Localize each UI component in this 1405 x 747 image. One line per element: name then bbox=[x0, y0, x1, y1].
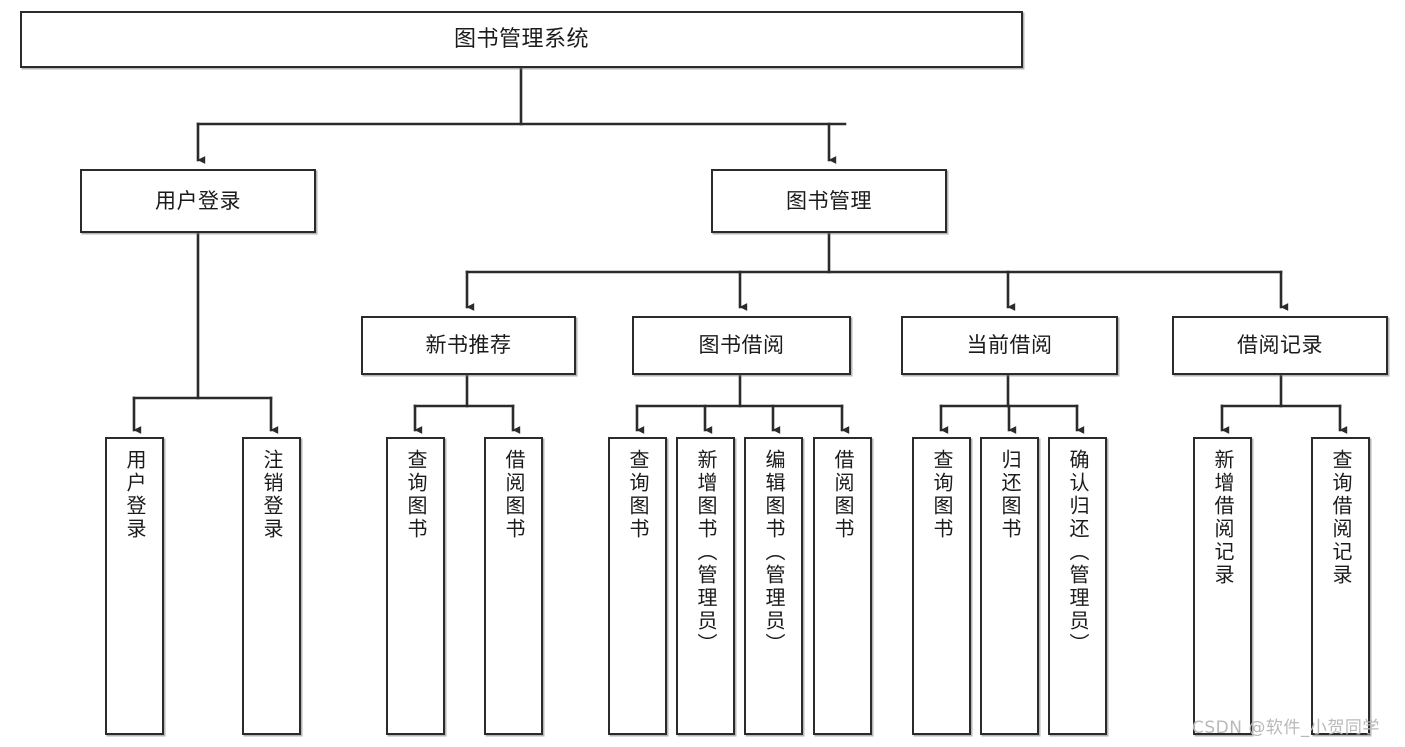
node-label: 归还图书 bbox=[998, 449, 1022, 541]
node-borrow-record[interactable]: 借阅记录 bbox=[1172, 316, 1388, 375]
leaf-record-add-record[interactable]: 新增借阅记录 bbox=[1193, 437, 1252, 735]
node-label: 借阅记录 bbox=[1237, 333, 1323, 358]
leaf-user-login[interactable]: 用户登录 bbox=[105, 437, 164, 735]
node-current-borrow[interactable]: 当前借阅 bbox=[901, 316, 1118, 375]
csdn-watermark: CSDN @软件_小贺同学 bbox=[1192, 718, 1380, 738]
node-label: 新增图书（管理员） bbox=[694, 449, 718, 656]
leaf-newbook-borrow-book[interactable]: 借阅图书 bbox=[484, 437, 543, 735]
node-user-login[interactable]: 用户登录 bbox=[80, 169, 316, 233]
node-label: 新增借阅记录 bbox=[1211, 449, 1235, 587]
leaf-borrow-edit-book-admin[interactable]: 编辑图书（管理员） bbox=[744, 437, 803, 735]
node-label: 注销登录 bbox=[260, 449, 284, 541]
node-root-system[interactable]: 图书管理系统 bbox=[20, 11, 1023, 68]
node-label: 用户登录 bbox=[155, 188, 241, 213]
node-label: 图书管理系统 bbox=[453, 26, 589, 52]
node-book-management[interactable]: 图书管理 bbox=[711, 169, 947, 233]
leaf-borrow-add-book-admin[interactable]: 新增图书（管理员） bbox=[676, 437, 735, 735]
leaf-newbook-query-book[interactable]: 查询图书 bbox=[386, 437, 445, 735]
node-label: 借阅图书 bbox=[502, 449, 526, 541]
node-new-book-recommend[interactable]: 新书推荐 bbox=[361, 316, 576, 375]
node-label: 当前借阅 bbox=[966, 333, 1053, 358]
node-label: 查询图书 bbox=[626, 449, 650, 541]
node-label: 编辑图书（管理员） bbox=[762, 449, 786, 656]
leaf-logout[interactable]: 注销登录 bbox=[242, 437, 301, 735]
node-label: 图书借阅 bbox=[698, 333, 785, 358]
leaf-record-query-record[interactable]: 查询借阅记录 bbox=[1311, 437, 1370, 735]
node-label: 确认归还（管理员） bbox=[1066, 449, 1090, 656]
node-label: 查询借阅记录 bbox=[1329, 449, 1353, 587]
leaf-current-query-book[interactable]: 查询图书 bbox=[912, 437, 971, 735]
node-label: 借阅图书 bbox=[831, 449, 855, 541]
leaf-borrow-query-book[interactable]: 查询图书 bbox=[608, 437, 667, 735]
node-label: 新书推荐 bbox=[425, 333, 512, 358]
leaf-borrow-borrow-book[interactable]: 借阅图书 bbox=[813, 437, 872, 735]
node-label: 查询图书 bbox=[404, 449, 428, 541]
node-label: 用户登录 bbox=[123, 449, 147, 541]
leaf-current-return-book[interactable]: 归还图书 bbox=[980, 437, 1039, 735]
leaf-current-confirm-return-admin[interactable]: 确认归还（管理员） bbox=[1048, 437, 1107, 735]
node-label: 图书管理 bbox=[786, 188, 872, 213]
node-book-borrow[interactable]: 图书借阅 bbox=[632, 316, 851, 375]
node-label: 查询图书 bbox=[930, 449, 954, 541]
